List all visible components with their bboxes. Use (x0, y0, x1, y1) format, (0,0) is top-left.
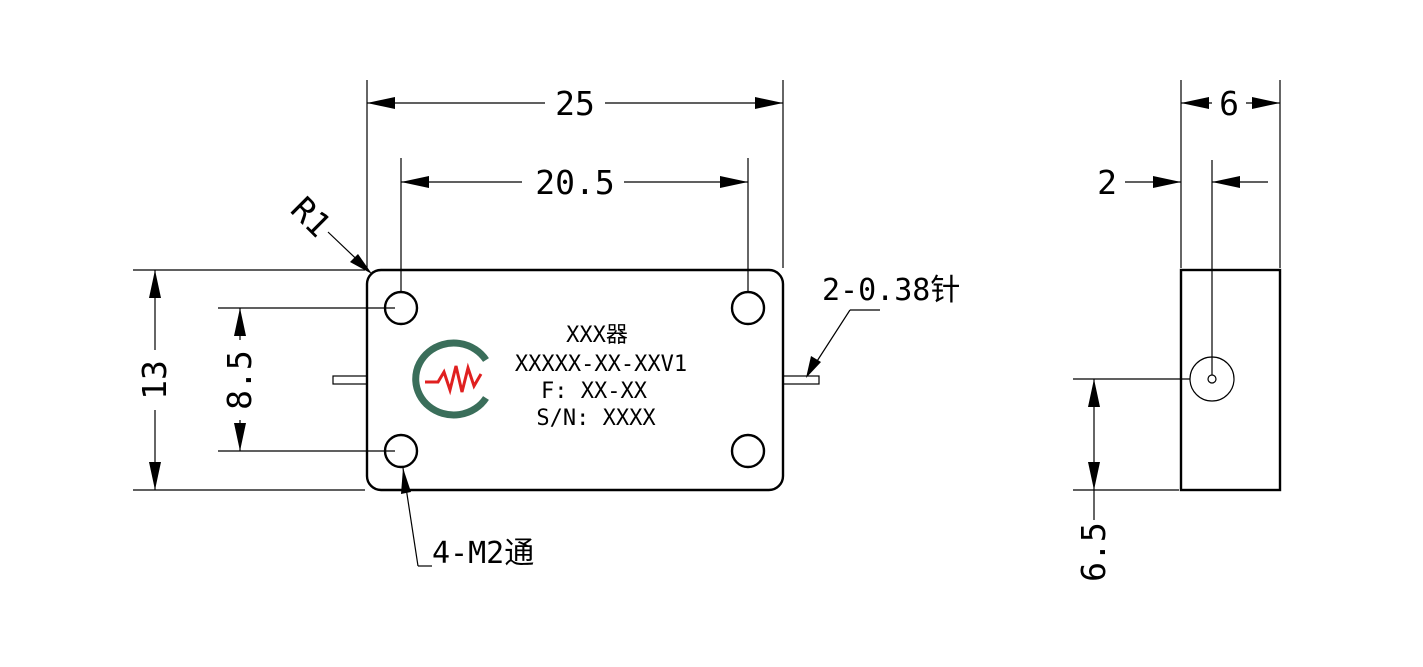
pin-leader: 2-0.38针 (806, 273, 960, 378)
side-view: 6 2 6.5 (1073, 80, 1282, 582)
dim-hole-spacing-x: 20.5 (400, 158, 749, 292)
dim-thickness-value: 6 (1219, 84, 1239, 123)
pin-right (782, 375, 820, 385)
dim-pin-height-value: 6.5 (1074, 522, 1113, 582)
dim-length: 25 (366, 80, 784, 268)
dim-hole-spacing-y: 8.5 (218, 307, 395, 452)
label-line-3: F: XX-XX (541, 379, 648, 404)
side-outline (1179, 268, 1282, 492)
dim-height: 13 (133, 269, 365, 491)
front-view: XXX器 XXXXX-XX-XXV1 F: XX-XX S/N: XXXX 25… (133, 80, 960, 571)
dim-pin-offset-value: 2 (1097, 163, 1117, 202)
label-line-2: XXXXX-XX-XXV1 (515, 352, 687, 377)
dim-radius-value: R1 (283, 189, 339, 245)
pin-note: 2-0.38针 (822, 273, 960, 308)
dim-radius: R1 (283, 189, 372, 274)
dim-pin-height: 6.5 (1073, 378, 1190, 582)
hole-note: 4-M2通 (432, 536, 534, 571)
hole-top-right (730, 290, 766, 326)
hole-bottom-right (730, 433, 766, 469)
pin-left (332, 375, 368, 385)
hole-leader: 4-M2通 (401, 467, 534, 571)
dim-pin-offset: 2 (1097, 163, 1268, 202)
label-line-1: XXX器 (566, 323, 628, 348)
dim-height-value: 13 (135, 360, 174, 400)
label-line-4: S/N: XXXX (536, 406, 656, 431)
dim-hole-spacing-x-value: 20.5 (535, 163, 614, 202)
brand-logo (412, 339, 489, 419)
dim-thickness: 6 (1180, 80, 1281, 268)
logo-signal (425, 362, 483, 396)
connector-pin (1207, 374, 1217, 384)
dim-length-value: 25 (555, 84, 595, 123)
logo-ring (412, 339, 489, 419)
dim-hole-spacing-y-value: 8.5 (220, 350, 259, 410)
